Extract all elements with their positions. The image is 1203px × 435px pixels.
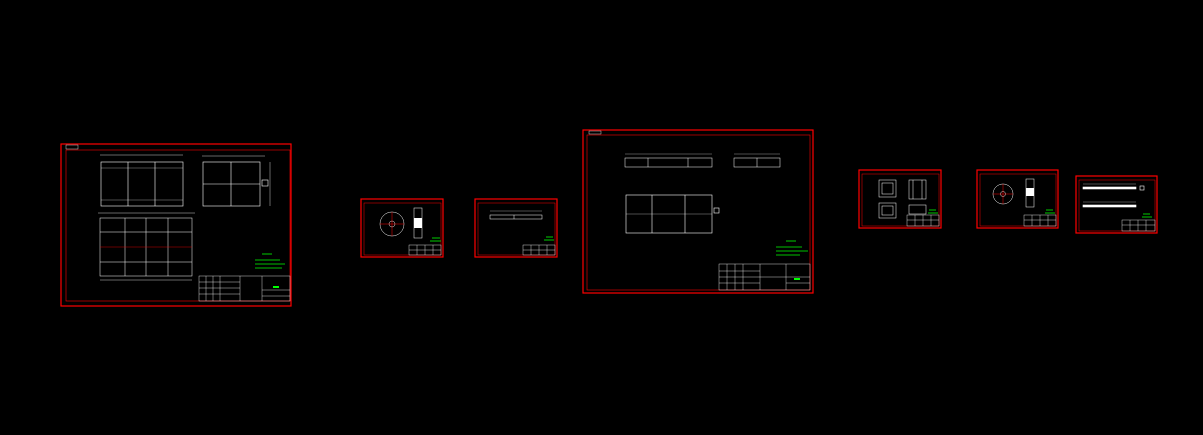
technical-notes bbox=[928, 209, 938, 214]
bar-part-view bbox=[489, 210, 543, 220]
disc-part-view bbox=[379, 207, 423, 239]
box-part-view bbox=[878, 179, 927, 219]
drawing-sheet-1[interactable] bbox=[60, 143, 292, 307]
drawing-sheet-2[interactable] bbox=[360, 198, 444, 258]
front-elevation bbox=[624, 153, 781, 168]
drawing-sheet-5[interactable] bbox=[858, 169, 942, 229]
disc-part-view bbox=[992, 178, 1035, 208]
technical-notes bbox=[1045, 209, 1055, 214]
title-block bbox=[408, 244, 442, 256]
title-block bbox=[522, 244, 556, 256]
rails-part-view bbox=[1082, 183, 1145, 208]
title-block bbox=[1023, 214, 1057, 227]
technical-notes bbox=[544, 236, 554, 241]
plan-view-top bbox=[100, 154, 184, 207]
drawing-sheet-6[interactable] bbox=[976, 169, 1059, 229]
side-view bbox=[202, 155, 271, 207]
title-block bbox=[718, 263, 811, 291]
title-block-stamp bbox=[794, 278, 800, 280]
title-block bbox=[198, 275, 291, 302]
title-block bbox=[906, 214, 940, 227]
title-block-stamp bbox=[273, 286, 279, 288]
technical-notes bbox=[776, 240, 808, 256]
drawing-sheet-3[interactable] bbox=[474, 198, 558, 258]
drawing-sheet-7[interactable] bbox=[1075, 175, 1158, 234]
technical-notes bbox=[430, 237, 441, 242]
section-view bbox=[98, 212, 195, 281]
title-block bbox=[1121, 219, 1156, 232]
technical-notes bbox=[1142, 213, 1152, 218]
plan-view bbox=[625, 194, 720, 234]
technical-notes bbox=[255, 253, 285, 269]
drawing-sheet-4[interactable] bbox=[582, 129, 814, 294]
